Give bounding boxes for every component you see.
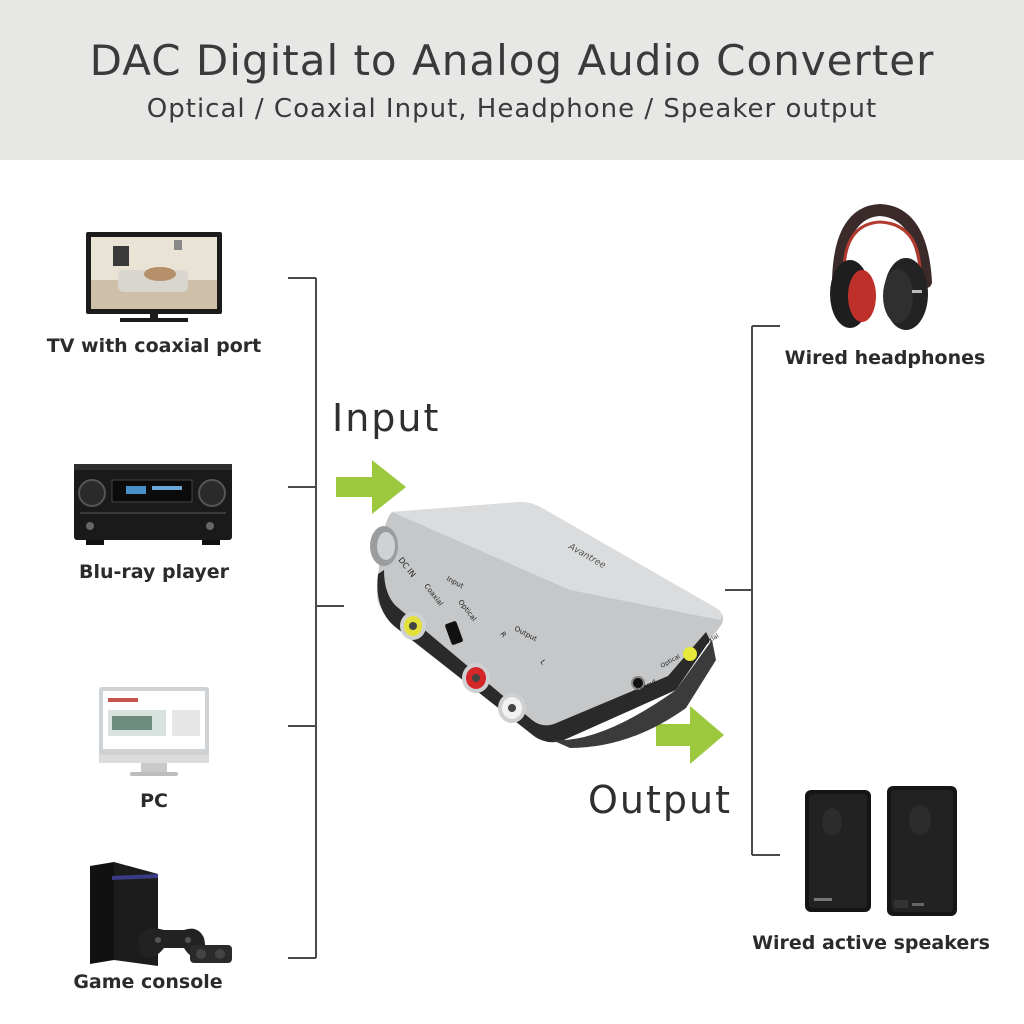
output-bracket [725,325,780,856]
output-label-speakers: Wired active speakers [752,932,990,954]
input-arrow-icon [336,460,406,514]
receiver-icon [74,464,232,545]
speakers-icon [805,786,957,916]
device-label-l: L [538,658,547,666]
input-bracket [288,277,344,959]
device-label-r: R [498,630,507,639]
output-arrow-icon [656,706,724,764]
dac-device: DC IN Coaxial Input Optical R Output L A… [370,502,724,748]
source-label-pc: PC [140,790,168,812]
tv-icon [86,232,222,322]
game-console-icon [90,862,232,966]
input-label: Input [332,396,441,440]
page-title: DAC Digital to Analog Audio Converter [89,36,935,85]
source-label-bluray: Blu-ray player [78,561,229,583]
output-label-headphones: Wired headphones [784,347,986,369]
source-label-game-console: Game console [73,971,223,993]
output-label: Output [588,778,732,822]
monitor-icon [99,687,209,776]
page-subtitle: Optical / Coaxial Input, Headphone / Spe… [146,94,878,124]
source-label-tv: TV with coaxial port [46,335,262,357]
header-banner: DAC Digital to Analog Audio Converter Op… [0,0,1024,160]
headphones-icon [830,203,932,330]
